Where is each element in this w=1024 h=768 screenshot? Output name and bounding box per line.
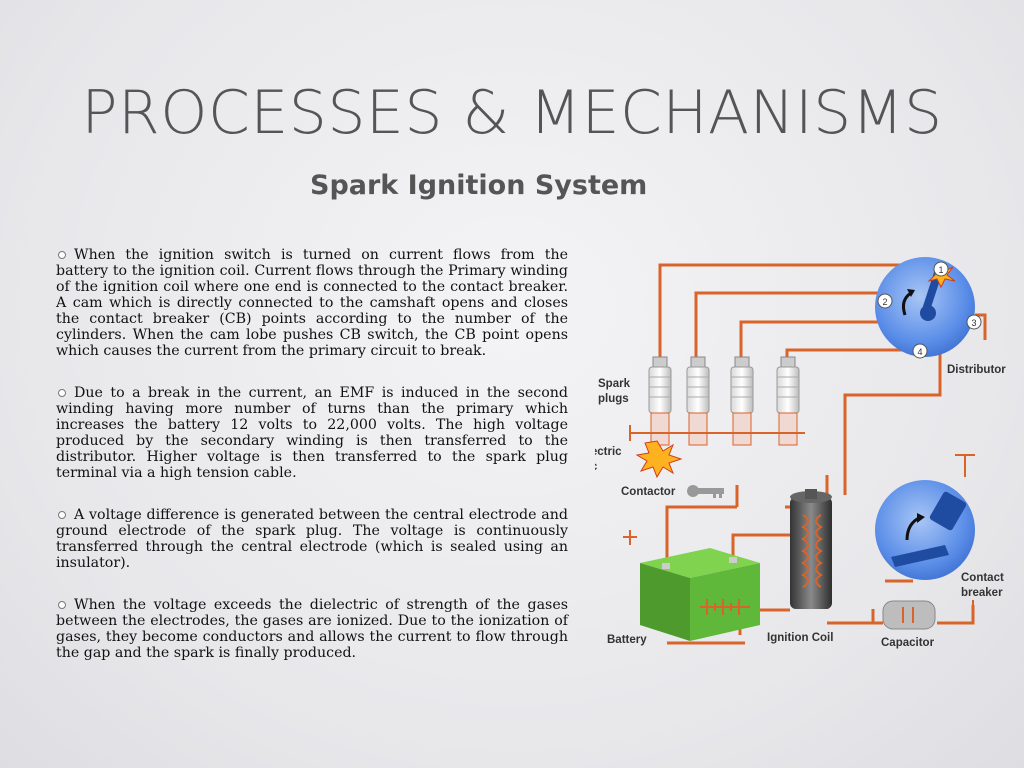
contact-breaker-label: Contact [961,572,1004,584]
spark-plug [648,356,672,446]
ground-line [629,425,805,441]
distributor-number: 4 [917,347,922,357]
bullet-list: When the ignition switch is turned on cu… [56,247,568,687]
bullet-item: When the voltage exceeds the dielectric … [56,597,568,661]
contact-breaker-label: breaker [961,587,1003,599]
spark-plug [730,356,754,446]
contactor-label: Contactor [621,486,676,498]
ignition-coil-label: Ignition Coil [767,632,833,644]
spark-plug [686,356,710,446]
electric-arc-label: Electric [595,446,622,458]
battery-label: Battery [607,634,647,646]
distributor-terminal: 3 [966,314,982,330]
ignition-system-diagram: 1 2 3 4 [595,257,1006,649]
bullet-item: A voltage difference is generated betwee… [56,507,568,571]
contactor-key-icon [687,485,724,498]
bullet-text: When the voltage exceeds the dielectric … [56,597,568,661]
ignition-coil [790,489,832,609]
bullet-text: Due to a break in the current, an EMF is… [56,385,568,481]
distributor-terminal: 2 [877,293,893,309]
battery [640,548,760,641]
bullet-item: When the ignition switch is turned on cu… [56,247,568,359]
bullet-text: When the ignition switch is turned on cu… [56,247,568,359]
slide-title: PROCESSES & MECHANISMS [81,78,943,148]
electric-arc-label: arc [595,461,598,473]
spark-plugs-label: plugs [598,393,629,405]
bullet-icon [58,510,66,519]
capacitor [882,600,936,630]
distributor-number: 3 [971,318,976,328]
bullet-text: A voltage difference is generated betwee… [56,507,568,571]
bullet-item: Due to a break in the current, an EMF is… [56,385,568,481]
distributor-terminal: 1 [933,261,949,277]
distributor-number: 2 [882,297,887,307]
bullet-icon [58,388,66,397]
bullet-icon [58,600,66,609]
distributor-number: 1 [938,265,943,275]
spark-plug [776,356,800,446]
electric-arc-icon [635,440,683,479]
bullet-icon [58,250,66,259]
capacitor-label: Capacitor [881,637,935,649]
spark-plugs-label: Spark [598,378,631,390]
distributor-label: Distributor [947,364,1006,376]
distributor-terminal: 4 [912,343,928,359]
slide-subtitle: Spark Ignition System [310,170,648,201]
distributor-disc [875,257,975,357]
ground-symbol [623,454,975,615]
contact-breaker-disc [875,480,975,580]
